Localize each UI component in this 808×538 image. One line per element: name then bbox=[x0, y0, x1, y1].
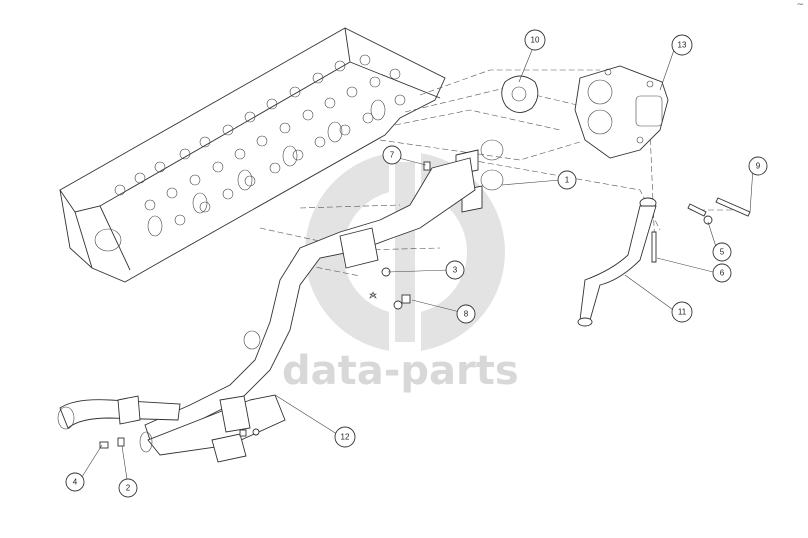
callout-4: 4 bbox=[65, 472, 85, 492]
thermostat-housing bbox=[574, 65, 669, 159]
elbow-tube bbox=[577, 197, 657, 327]
callout-3-label: 3 bbox=[453, 266, 458, 275]
callout-2: 2 bbox=[118, 478, 138, 498]
callout-6-label: 6 bbox=[720, 269, 725, 278]
callout-8-label: 8 bbox=[464, 310, 469, 319]
callout-10-label: 10 bbox=[531, 36, 540, 45]
o-rings bbox=[480, 139, 504, 191]
callout-6: 6 bbox=[712, 263, 732, 283]
leader-lines bbox=[79, 46, 754, 487]
callout-12-label: 12 bbox=[341, 433, 350, 442]
callout-11-label: 11 bbox=[678, 308, 687, 317]
callout-7-label: 7 bbox=[390, 151, 395, 160]
callout-2-label: 2 bbox=[126, 484, 131, 493]
cylinder-head bbox=[59, 27, 446, 283]
callout-3: 3 bbox=[445, 260, 465, 280]
coolant-pipe bbox=[57, 157, 476, 463]
callout-13-label: 13 bbox=[678, 41, 687, 50]
gasket bbox=[501, 75, 539, 113]
callout-12: 12 bbox=[334, 426, 356, 448]
bolts-right bbox=[651, 197, 751, 263]
callout-13: 13 bbox=[671, 34, 693, 56]
callout-11: 11 bbox=[671, 301, 693, 323]
watermark-text: data-parts bbox=[282, 348, 519, 394]
callout-10: 10 bbox=[524, 29, 546, 51]
callout-9: 9 bbox=[748, 156, 768, 176]
callout-8: 8 bbox=[456, 304, 476, 324]
fittings bbox=[99, 161, 431, 449]
callout-4-label: 4 bbox=[73, 478, 78, 487]
callout-5-label: 5 bbox=[720, 248, 725, 257]
corner-mark: ~ bbox=[796, 0, 804, 10]
callout-5: 5 bbox=[712, 242, 732, 262]
callout-1-label: 1 bbox=[565, 176, 570, 185]
callout-1: 1 bbox=[557, 170, 577, 190]
callout-9-label: 9 bbox=[756, 162, 761, 171]
callout-7: 7 bbox=[382, 145, 402, 165]
